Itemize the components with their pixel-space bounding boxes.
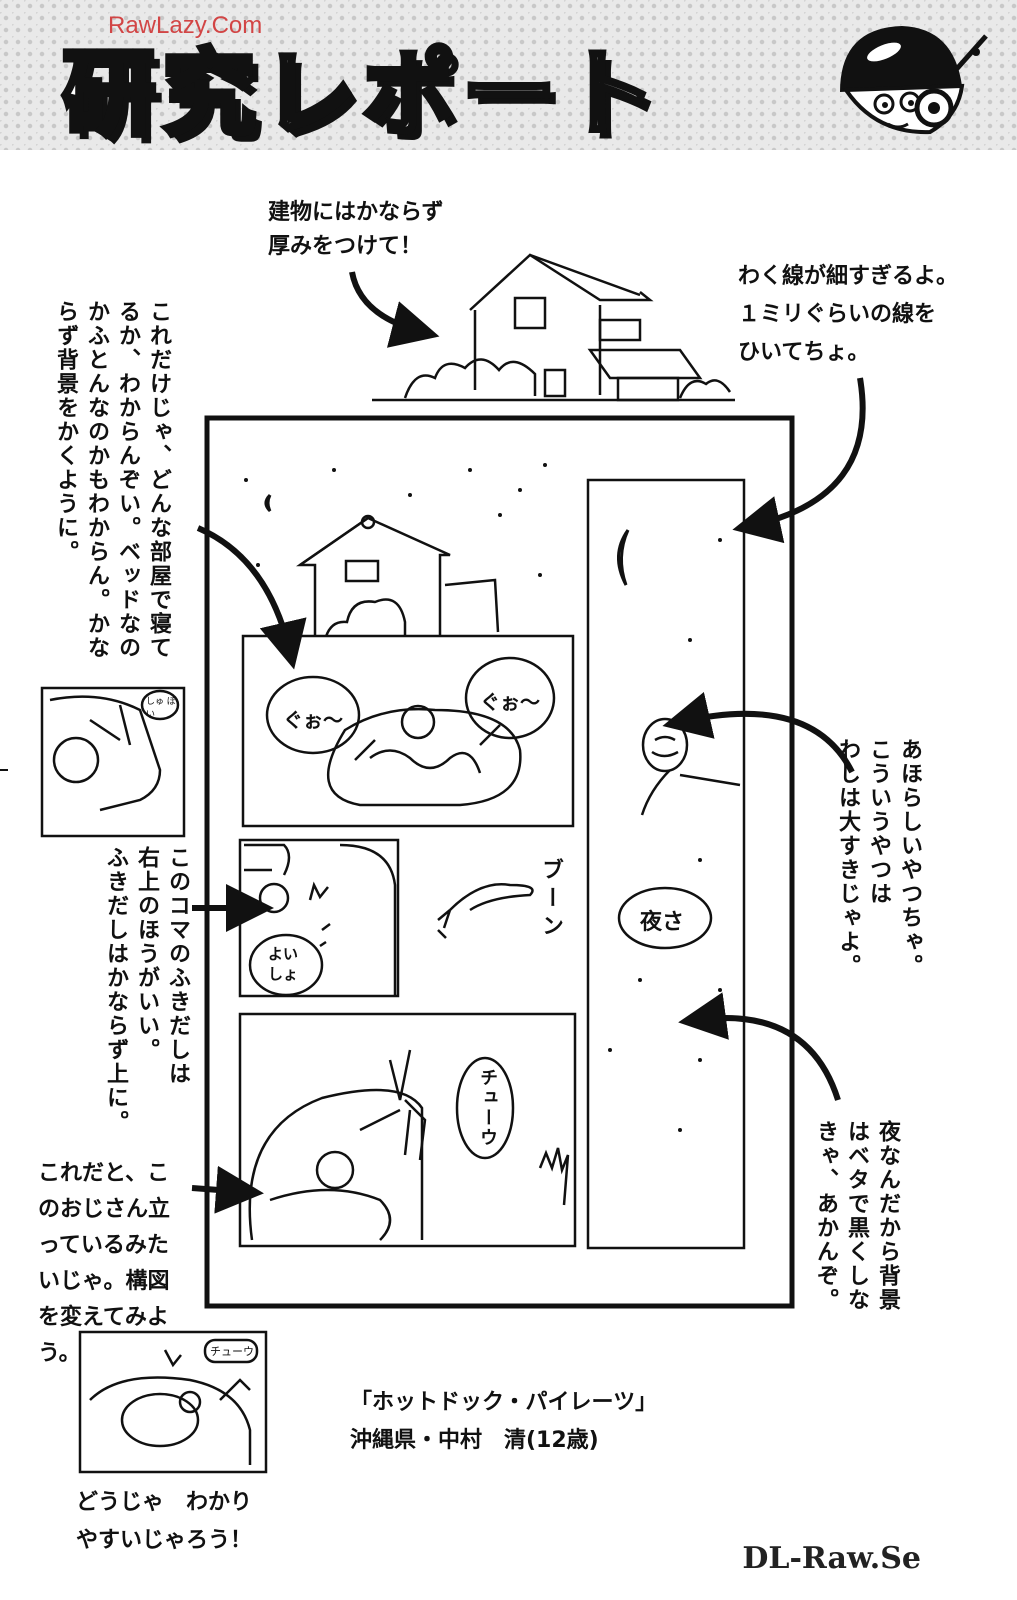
yoisho-line: しょ bbox=[268, 965, 299, 983]
note-background-line: これだけじゃ、どんな部屋で寝て bbox=[146, 300, 171, 660]
note-result-line: どうじゃ わかり bbox=[76, 1490, 253, 1515]
note-night-line: きゃ、あかんぞ。 bbox=[813, 1120, 838, 1312]
snore-bubble-right bbox=[464, 656, 556, 740]
arrow-silly-guy bbox=[662, 691, 855, 774]
example-sfx-text: しゅ ぽい bbox=[146, 697, 176, 720]
mosquito-flying bbox=[437, 883, 534, 939]
note-result: どうじゃ わかり やすいじゃろう！ bbox=[76, 1484, 252, 1560]
note-balloon: このコマのふきだしは 右上のほうがいい。 ふきだしはかならず上に。 bbox=[100, 846, 193, 1146]
note-frame-line-line: ひいてちょ。 bbox=[738, 340, 870, 365]
note-building: 建物にはかならず 厚みをつけて！ bbox=[268, 196, 444, 264]
note-silly-guy-line: こういうやつは bbox=[866, 738, 891, 906]
night-bubble-text: 夜さ bbox=[640, 910, 685, 935]
note-frame-line-line: １ミリぐらいの線を bbox=[738, 302, 937, 327]
note-balloon-line: ふきだしはかならず上に。 bbox=[103, 846, 128, 1134]
arrow-composition bbox=[191, 1165, 264, 1214]
example-bubble-text: チューウ bbox=[210, 1345, 254, 1358]
night-bubble bbox=[617, 886, 713, 950]
mosquito-sound-text: ブーン bbox=[538, 858, 563, 942]
snore-left-text: ぐぉ〜 bbox=[283, 708, 343, 732]
note-composition-line: これだと、こ bbox=[38, 1161, 170, 1186]
note-composition-line: いじゃ。構図 bbox=[38, 1269, 170, 1294]
snore-bubble-left bbox=[265, 675, 361, 755]
arrow-building bbox=[349, 271, 440, 348]
helmet-mascot-icon bbox=[840, 26, 988, 135]
note-building-line: 建物にはかならず bbox=[268, 200, 444, 225]
pointer-arrows bbox=[191, 271, 866, 1214]
note-night: 夜なんだから背景 はベタで黒くしな きゃ、あかんぞ。 bbox=[810, 1120, 903, 1326]
note-night-line: はベタで黒くしな bbox=[844, 1120, 869, 1312]
example-bubble bbox=[203, 1338, 259, 1364]
sucking-bubble bbox=[455, 1056, 515, 1160]
panel-example-background bbox=[40, 686, 186, 838]
note-composition: これだと、こ のおじさん立 っているみた いじゃ。構図 を変えてみよ う。 bbox=[38, 1156, 170, 1372]
note-background-line: かふとんなのかもわからん。かな bbox=[84, 300, 109, 660]
panel-night-tall bbox=[586, 478, 746, 1250]
yoisho-text: よい しょ bbox=[268, 944, 298, 984]
note-result-line: やすいじゃろう！ bbox=[76, 1528, 253, 1553]
credit-title: 「ホットドック・パイレーツ」 bbox=[350, 1390, 658, 1415]
futon bbox=[327, 707, 522, 807]
footer-site-mark: DL-Raw.Se bbox=[742, 1541, 921, 1576]
panel-house-night bbox=[264, 493, 500, 641]
note-night-line: 夜なんだから背景 bbox=[875, 1120, 900, 1312]
note-composition-line: う。 bbox=[38, 1341, 81, 1366]
credit: 「ホットドック・パイレーツ」 沖縄県・中村 清(12歳) bbox=[350, 1384, 657, 1460]
arrow-background bbox=[196, 525, 307, 670]
page-title: 研究レポート bbox=[59, 38, 663, 152]
panel-yoisho bbox=[238, 838, 400, 998]
sucking-sound-text: チューウ bbox=[477, 1068, 498, 1148]
note-composition-line: のおじさん立 bbox=[38, 1197, 171, 1222]
note-balloon-line: このコマのふきだしは bbox=[165, 846, 190, 1086]
yoisho-bubble bbox=[248, 933, 324, 997]
note-background: これだけじゃ、どんな部屋で寝て るか、わからんぞい。ベッドなの かふとんなのかも… bbox=[50, 300, 174, 692]
note-background-line: るか、わからんぞい。ベッドなの bbox=[115, 300, 140, 660]
main-frame bbox=[204, 415, 795, 1309]
note-frame-line: わく線が細すぎるよ。 １ミリぐらいの線を ひいてちょ。 bbox=[738, 258, 958, 372]
note-composition-line: を変えてみよ bbox=[38, 1305, 169, 1330]
note-composition-line: っているみた bbox=[38, 1233, 169, 1258]
note-silly-guy-line: わしは大すきじゃよ。 bbox=[835, 738, 860, 978]
note-background-line: らず背景をかくように。 bbox=[53, 300, 78, 564]
yoisho-line: よい bbox=[268, 945, 299, 963]
note-balloon-line: 右上のほうがいい。 bbox=[134, 846, 159, 1062]
example-house bbox=[372, 253, 735, 402]
credit-author: 沖縄県・中村 清(12歳) bbox=[350, 1428, 599, 1453]
arrow-night bbox=[678, 992, 841, 1101]
note-frame-line-line: わく線が細すぎるよ。 bbox=[738, 264, 959, 289]
note-building-line: 厚みをつけて！ bbox=[268, 234, 423, 259]
note-silly-guy-line: あほらしいやつちゃ。 bbox=[897, 738, 922, 978]
watermark: RawLazy.Com bbox=[108, 12, 263, 39]
arrow-frame-line bbox=[732, 377, 866, 544]
note-silly-guy: あほらしいやつちゃ。 こういうやつは わしは大すきじゃよ。 bbox=[832, 738, 925, 1018]
snore-right-text: ぐぉ〜 bbox=[480, 690, 540, 714]
